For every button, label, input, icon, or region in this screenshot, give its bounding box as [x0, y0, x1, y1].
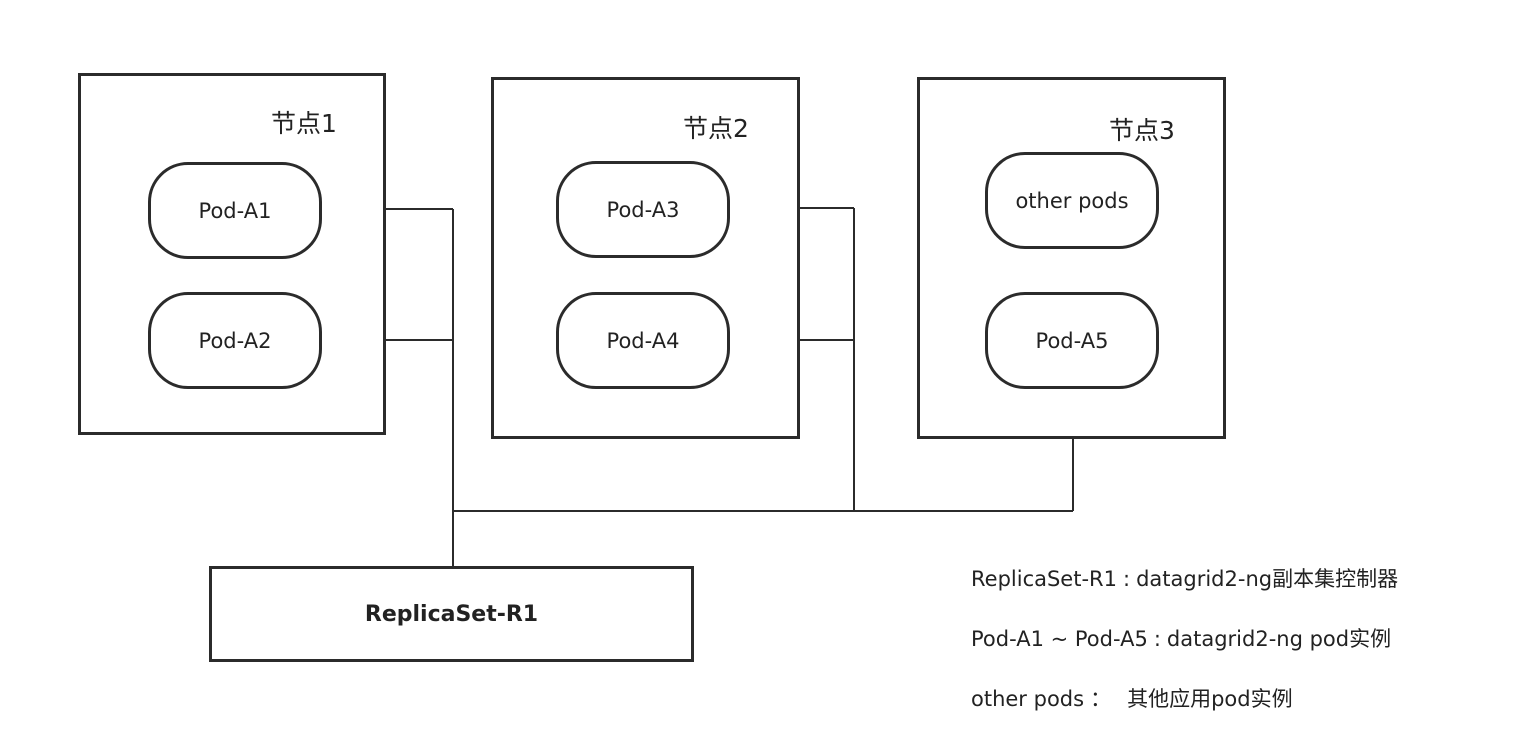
node-2-label: 节点2 — [683, 114, 749, 143]
replicaset-box: ReplicaSet-R1 — [209, 566, 694, 662]
pod-a1: Pod-A1 — [148, 162, 322, 259]
legend-item-pods: Pod-A1 ~ Pod-A5:datagrid2-ng pod实例 — [971, 623, 1391, 653]
legend-desc: 其他应用pod实例 — [1127, 687, 1293, 711]
pod-a4: Pod-A4 — [556, 292, 730, 389]
legend-item-replicaset: ReplicaSet-R1:datagrid2-ng副本集控制器 — [971, 563, 1398, 593]
other-pods: other pods — [985, 152, 1159, 249]
legend-separator: : — [1123, 567, 1131, 591]
legend-term: other pods — [971, 687, 1085, 711]
legend-separator: ： — [1090, 687, 1112, 711]
legend-desc: datagrid2-ng pod实例 — [1166, 627, 1392, 651]
pod-a3: Pod-A3 — [556, 161, 730, 258]
legend-term: ReplicaSet-R1 — [971, 567, 1117, 591]
pod-a5: Pod-A5 — [985, 292, 1159, 389]
pod-a2: Pod-A2 — [148, 292, 322, 389]
legend-term: Pod-A1 ~ Pod-A5 — [971, 627, 1148, 651]
node-3-label: 节点3 — [1109, 116, 1175, 145]
legend-desc: datagrid2-ng副本集控制器 — [1136, 567, 1399, 591]
legend-item-other-pods: other pods： 其他应用pod实例 — [971, 683, 1293, 713]
node-1-label: 节点1 — [271, 109, 337, 138]
legend-separator: : — [1153, 627, 1161, 651]
